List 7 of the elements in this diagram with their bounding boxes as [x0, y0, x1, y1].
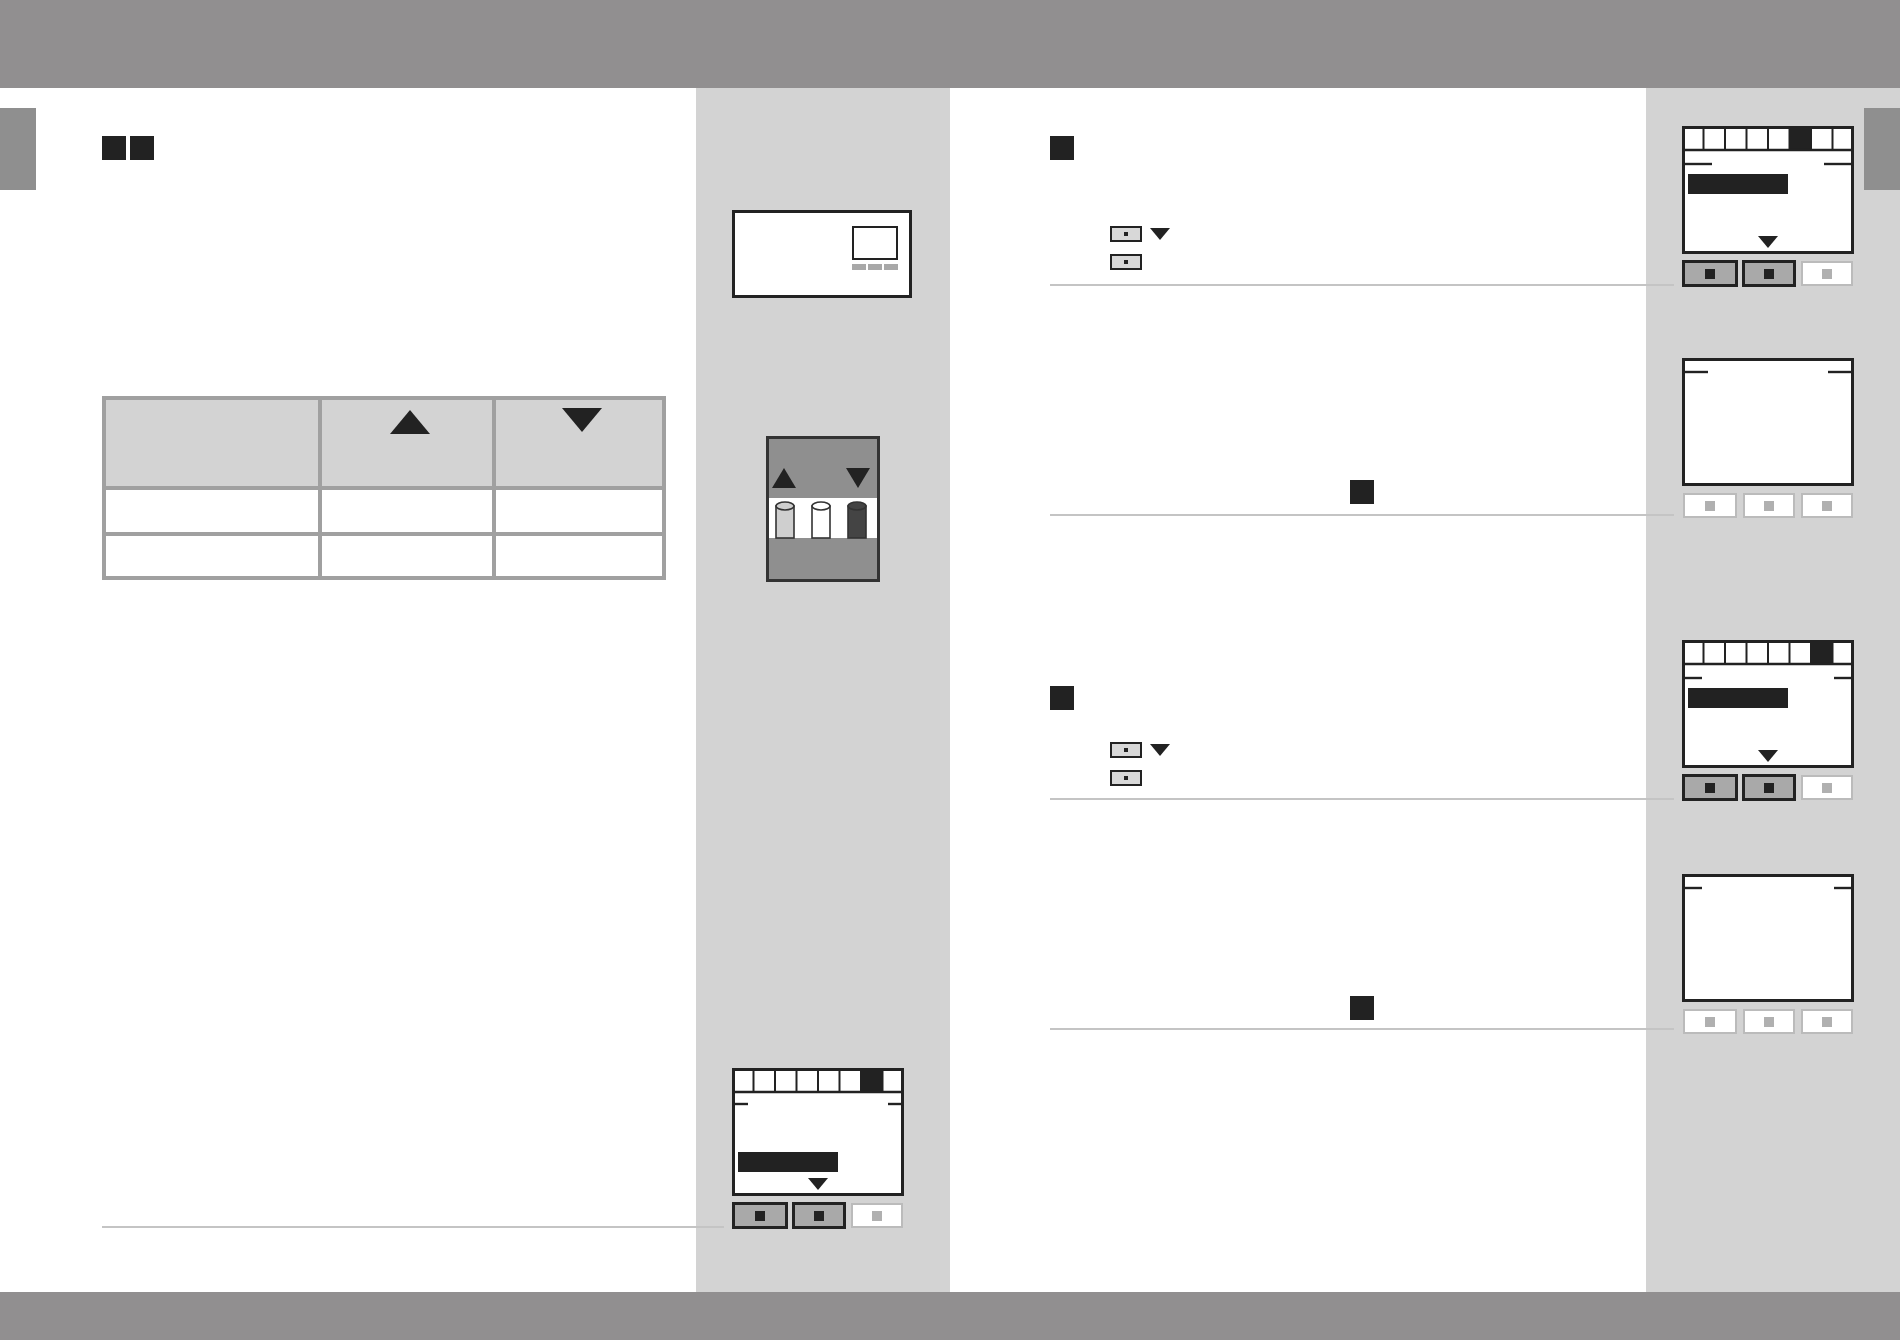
display-screen-illustration [1682, 640, 1854, 802]
display-screen-illustration [1682, 874, 1854, 1036]
remote-control-illustration [766, 436, 880, 582]
device-illustration [732, 210, 912, 298]
display-screen-illustration [1682, 358, 1854, 520]
display-screen-illustration [1682, 126, 1854, 288]
display-screen-illustration [732, 1068, 904, 1230]
